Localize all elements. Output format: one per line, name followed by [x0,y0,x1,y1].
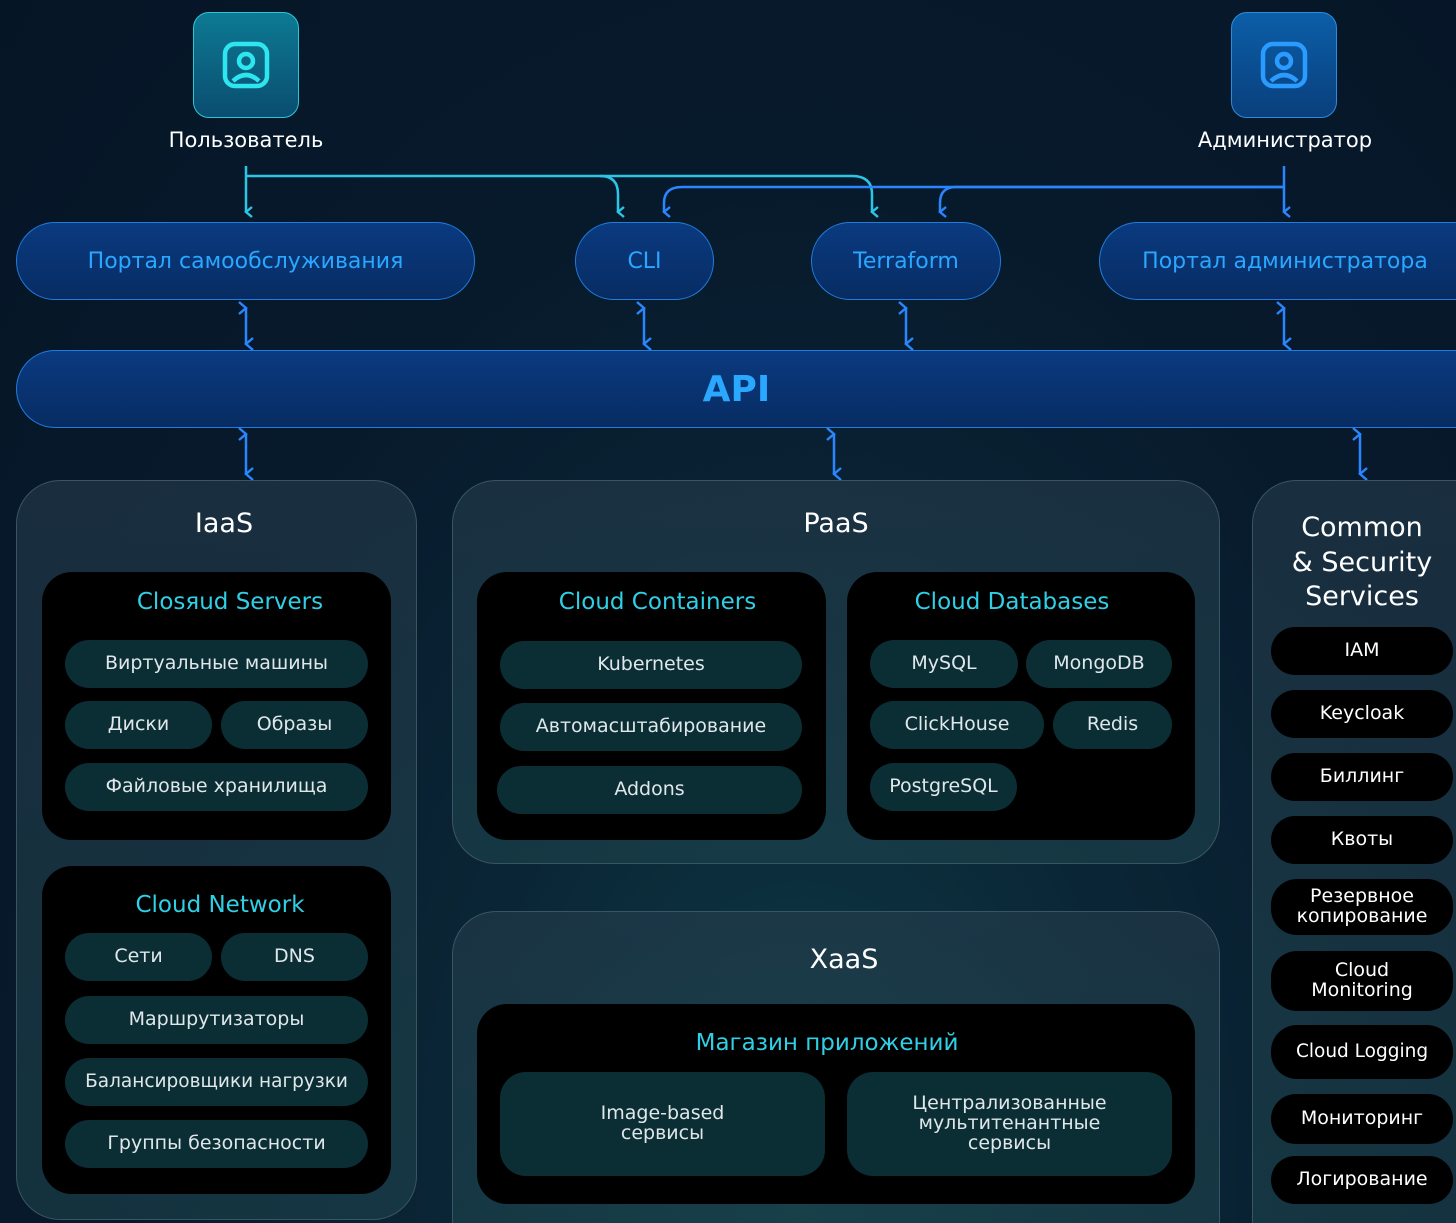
cloud-monitoring-item[interactable]: Cloud Monitoring [1271,951,1453,1011]
autoscaling-item[interactable]: Автомасштабирование [500,703,802,751]
clickhouse-item[interactable]: ClickHouse [870,701,1044,749]
mongodb-item[interactable]: MongoDB [1026,640,1172,688]
iaas-title: IaaS [194,508,254,539]
networks-item[interactable]: Сети [65,933,212,981]
redis-item[interactable]: Redis [1053,701,1172,749]
paas-title: PaaS [803,508,869,539]
user-connector [244,166,879,218]
api-bar[interactable]: API [16,350,1456,428]
images-item[interactable]: Образы [221,701,368,749]
billing-item[interactable]: Биллинг [1271,753,1453,801]
dns-item[interactable]: DNS [221,933,368,981]
admin-label: Администратор [1197,128,1373,152]
user-actor-box [193,12,299,118]
xaas-title: XaaS [809,944,879,975]
cloud-databases-title: Cloud Databases [914,589,1110,615]
disks-item[interactable]: Диски [65,701,212,749]
security-groups-item[interactable]: Группы безопасности [65,1120,368,1168]
cloud-logging-item[interactable]: Cloud Logging [1271,1025,1453,1079]
iam-item[interactable]: IAM [1271,627,1453,675]
addons-item[interactable]: Addons [497,766,802,814]
file-storage-item[interactable]: Файловые хранилища [65,763,368,811]
admin-actor-box [1231,12,1337,118]
logging-item[interactable]: Логирование [1271,1156,1453,1204]
user-label: Пользователь [168,128,324,152]
multitenant-services-item[interactable]: Централизованные мультитенантные сервисы [847,1072,1172,1176]
monitoring-item[interactable]: Мониторинг [1271,1094,1453,1144]
kubernetes-item[interactable]: Kubernetes [500,641,802,689]
common-services-title: Common & Security Services [1291,512,1433,613]
self-service-portal[interactable]: Портал самообслуживания [16,222,475,300]
app-store-title: Магазин приложений [695,1030,959,1056]
user-portrait-icon [222,41,270,89]
load-balancers-item[interactable]: Балансировщики нагрузки [65,1058,368,1106]
terraform-node[interactable]: Terraform [811,222,1001,300]
image-based-services-item[interactable]: Image-based сервисы [500,1072,825,1176]
vm-item[interactable]: Виртуальные машины [65,640,368,688]
quotas-item[interactable]: Квоты [1271,816,1453,864]
postgresql-item[interactable]: PostgreSQL [870,763,1017,811]
cloud-containers-title: Cloud Containers [558,589,757,615]
admin-portal[interactable]: Портал администратора [1099,222,1456,300]
mysql-item[interactable]: MySQL [870,640,1018,688]
cli-node[interactable]: CLI [575,222,714,300]
backup-item[interactable]: Резервное копирование [1271,879,1453,935]
cloud-network-title: Cloud Network [135,892,305,918]
keycloak-item[interactable]: Keycloak [1271,690,1453,738]
admin-connector [662,166,1291,218]
user-portrait-icon [1260,41,1308,89]
cloud-servers-title: Closяud Servers [136,589,324,615]
routers-item[interactable]: Маршрутизаторы [65,996,368,1044]
